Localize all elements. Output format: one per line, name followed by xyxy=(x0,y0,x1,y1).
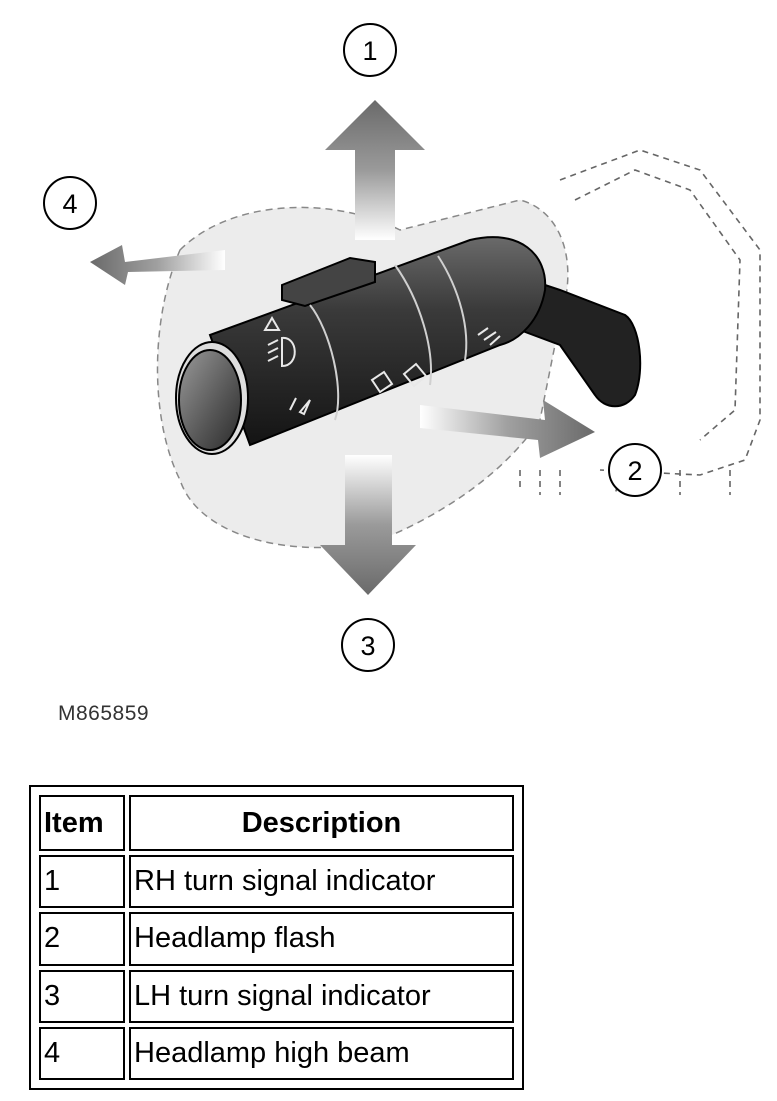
item-number: 1 xyxy=(39,855,125,909)
column-outline xyxy=(519,149,761,496)
callout-3: 3 xyxy=(341,618,395,672)
legend-table-frame: Item Description 1 RH turn signal indica… xyxy=(29,785,524,1090)
switch-illustration: 1 2 3 4 xyxy=(43,23,761,672)
description-column-header: Description xyxy=(129,795,514,851)
switch-symbols xyxy=(263,316,501,416)
table-row: 2 Headlamp flash xyxy=(39,912,514,966)
svg-text:2: 2 xyxy=(627,456,642,486)
wash-icon xyxy=(477,327,501,346)
legend-table: Item Description 1 RH turn signal indica… xyxy=(35,791,518,1084)
item-description: Headlamp high beam xyxy=(129,1026,514,1080)
high-beam-triangle-icon xyxy=(263,316,281,331)
fog-lamp-icon xyxy=(267,336,296,368)
end-cap xyxy=(178,349,242,451)
table-row: 4 Headlamp high beam xyxy=(39,1026,514,1080)
legend-header-row: Item Description xyxy=(39,795,514,851)
stalk-ridge xyxy=(281,256,376,308)
stalk-body xyxy=(208,236,547,447)
table-row: 1 RH turn signal indicator xyxy=(39,855,514,909)
wiper-right-icon xyxy=(402,362,428,388)
callout-1: 1 xyxy=(343,23,397,77)
arrow-left-icon xyxy=(90,245,225,285)
stalk-rings xyxy=(309,255,468,421)
arrow-up-icon xyxy=(325,100,425,240)
wiper-left-icon xyxy=(370,370,394,394)
arrow-down-icon xyxy=(320,455,416,595)
svg-text:4: 4 xyxy=(62,189,77,219)
callout-2: 2 xyxy=(608,443,662,497)
table-row: 3 LH turn signal indicator xyxy=(39,969,514,1023)
item-column-header: Item xyxy=(39,795,125,851)
item-number: 4 xyxy=(39,1026,125,1080)
item-number: 2 xyxy=(39,912,125,966)
item-number: 3 xyxy=(39,969,125,1023)
indicator-icon xyxy=(289,397,311,416)
callout-4: 4 xyxy=(43,176,97,230)
item-description: Headlamp flash xyxy=(129,912,514,966)
svg-text:1: 1 xyxy=(362,36,377,66)
item-description: RH turn signal indicator xyxy=(129,855,514,909)
svg-text:3: 3 xyxy=(360,631,375,661)
figure-id: M865859 xyxy=(58,702,150,725)
item-description: LH turn signal indicator xyxy=(129,969,514,1023)
arrow-right-icon xyxy=(420,400,595,458)
